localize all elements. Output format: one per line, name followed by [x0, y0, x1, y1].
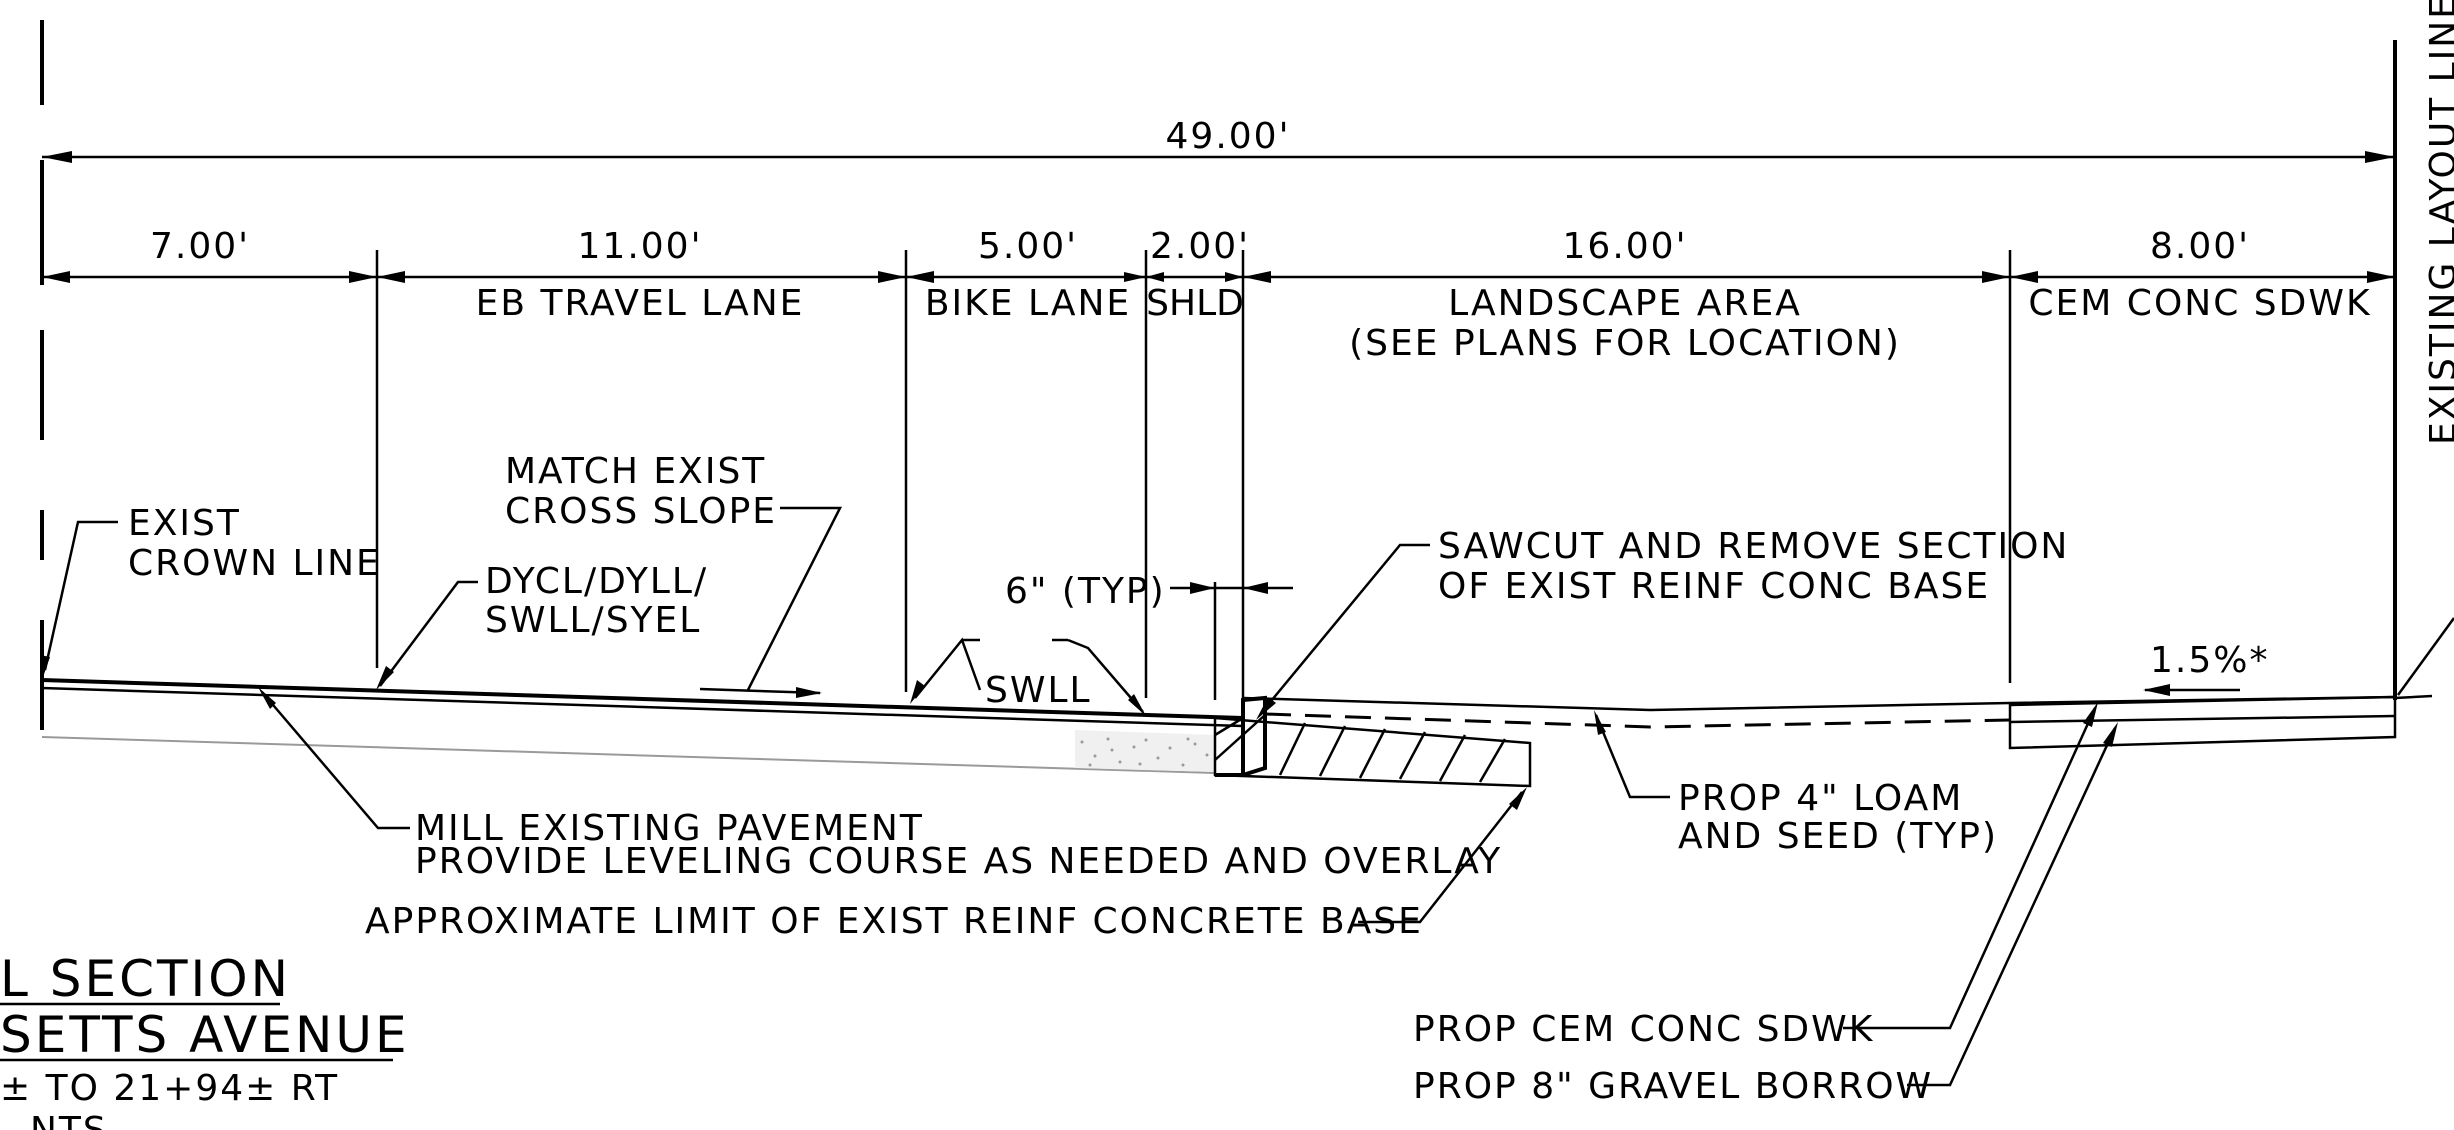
title-line-2: SETTS AVENUE [0, 1006, 410, 1064]
overall-dimension-label: 49.00' [1166, 116, 1291, 157]
dim-5ft: 5.00' [978, 226, 1078, 267]
callout-prop-gravel: PROP 8" GRAVEL BORROW [1413, 1066, 1933, 1107]
callout-crown-2: CROWN LINE [128, 543, 381, 584]
zone-sidewalk: CEM CONC SDWK [2028, 283, 2371, 324]
concrete-base [1213, 716, 1532, 788]
pavement-profile [41, 678, 1244, 774]
finish-grade [1242, 695, 2396, 712]
callout-match-2: CROSS SLOPE [505, 491, 777, 532]
callout-match-1: MATCH EXIST [505, 451, 766, 492]
curb [1214, 695, 1267, 777]
dim-7ft: 7.00' [150, 226, 250, 267]
title-line-3: ± TO 21+94± RT [0, 1068, 339, 1109]
sidewalk-slab [2008, 695, 2397, 750]
zone-shoulder: SHLD [1146, 283, 1244, 324]
callout-loam-1: PROP 4" LOAM [1678, 778, 1963, 819]
dim-11ft: 11.00' [578, 226, 703, 267]
title-line-1: L SECTION [0, 950, 291, 1008]
callout-markings-1: DYCL/DYLL/ [485, 561, 708, 602]
callout-prop-sdwk: PROP CEM CONC SDWK [1413, 1009, 1874, 1050]
leveling-patch [1075, 730, 1215, 772]
callout-markings-2: SWLL/SYEL [485, 600, 701, 641]
callout-loam-2: AND SEED (TYP) [1678, 816, 1998, 857]
dim-2ft: 2.00' [1150, 226, 1250, 267]
zone-landscape: LANDSCAPE AREA [1448, 283, 1802, 324]
callout-crown-1: EXIST [128, 503, 241, 544]
segment-dimension-line [42, 271, 2395, 283]
zone-eb-travel-lane: EB TRAVEL LANE [476, 283, 805, 324]
callout-mill-2: PROVIDE LEVELING COURSE AS NEEDED AND OV… [415, 841, 1502, 882]
callout-slope: 1.5%* [2150, 640, 2269, 681]
callout-approx-limit: APPROXIMATE LIMIT OF EXIST REINF CONCRET… [365, 901, 1423, 942]
layout-line-label: EXISTING LAYOUT LINE [2423, 0, 2454, 445]
callout-mill-1: MILL EXISTING PAVEMENT [415, 808, 924, 849]
extension-lines [375, 250, 2012, 700]
callout-sawcut-1: SAWCUT AND REMOVE SECTION [1438, 526, 2069, 567]
callout-6in-typ: 6" (TYP) [1005, 571, 1166, 612]
overall-dimension [42, 151, 2395, 163]
zone-landscape-note: (SEE PLANS FOR LOCATION) [1349, 323, 1901, 364]
loam-line [1264, 712, 2011, 729]
callout-swll: SWLL [985, 670, 1092, 711]
callout-sawcut-2: OF EXIST REINF CONC BASE [1438, 566, 1990, 607]
dim-8ft: 8.00' [2150, 226, 2250, 267]
dim-16ft: 16.00' [1563, 226, 1688, 267]
title-line-4: NTS [30, 1110, 108, 1130]
zone-bike-lane: BIKE LANE [925, 283, 1131, 324]
